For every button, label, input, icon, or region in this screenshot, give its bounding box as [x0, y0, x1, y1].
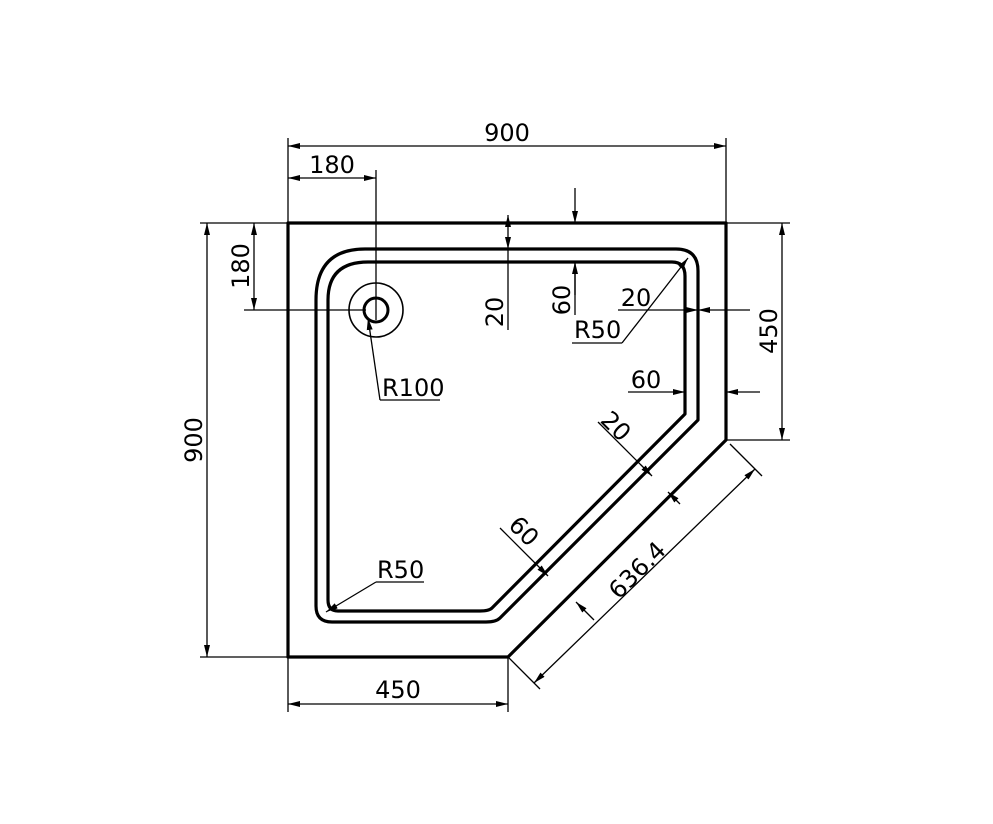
dimension-drain-radius: R100 — [366, 317, 444, 402]
dimension-rim-diagonal: 20 — [595, 406, 681, 505]
label-corner-radius-bottom-left: R50 — [377, 556, 424, 584]
dimension-drain-offset-y: 180 — [227, 223, 366, 311]
label-drain-radius: R100 — [382, 374, 444, 402]
dimension-rim-right: 20 — [618, 284, 750, 313]
label-drain-offset-x: 180 — [309, 151, 355, 179]
dimension-drain-offset-x: 180 — [288, 151, 377, 320]
label-overall-width: 900 — [484, 119, 530, 147]
label-drain-offset-y: 180 — [227, 243, 255, 289]
label-bottom-side: 450 — [375, 676, 421, 704]
label-rim-diagonal: 20 — [595, 406, 636, 447]
dimension-drain-right: 60 — [628, 366, 760, 395]
dimension-drain-top: 60 — [548, 188, 578, 316]
label-right-side: 450 — [755, 308, 783, 354]
dimension-overall-width: 900 — [287, 119, 727, 223]
label-overall-height: 900 — [180, 417, 208, 463]
dimension-rim-top: 20 — [481, 215, 511, 330]
dimension-right-side: 450 — [726, 222, 790, 441]
tray-outline — [286, 221, 728, 659]
dimension-overall-height: 900 — [180, 222, 288, 658]
label-rim-top: 20 — [481, 297, 509, 328]
tray-inner-rim — [314, 247, 700, 624]
label-diagonal-length: 636.4 — [603, 536, 671, 604]
label-corner-radius-top-right: R50 — [574, 316, 621, 344]
dimension-corner-radius-bottom-left: R50 — [325, 556, 424, 613]
dimension-bottom-side: 450 — [287, 657, 509, 712]
label-drain-diagonal: 60 — [503, 511, 544, 552]
dimension-corner-radius-top-right: R50 — [572, 257, 689, 344]
label-drain-right: 60 — [631, 366, 662, 394]
label-rim-right: 20 — [621, 284, 652, 312]
label-drain-top: 60 — [548, 285, 576, 316]
